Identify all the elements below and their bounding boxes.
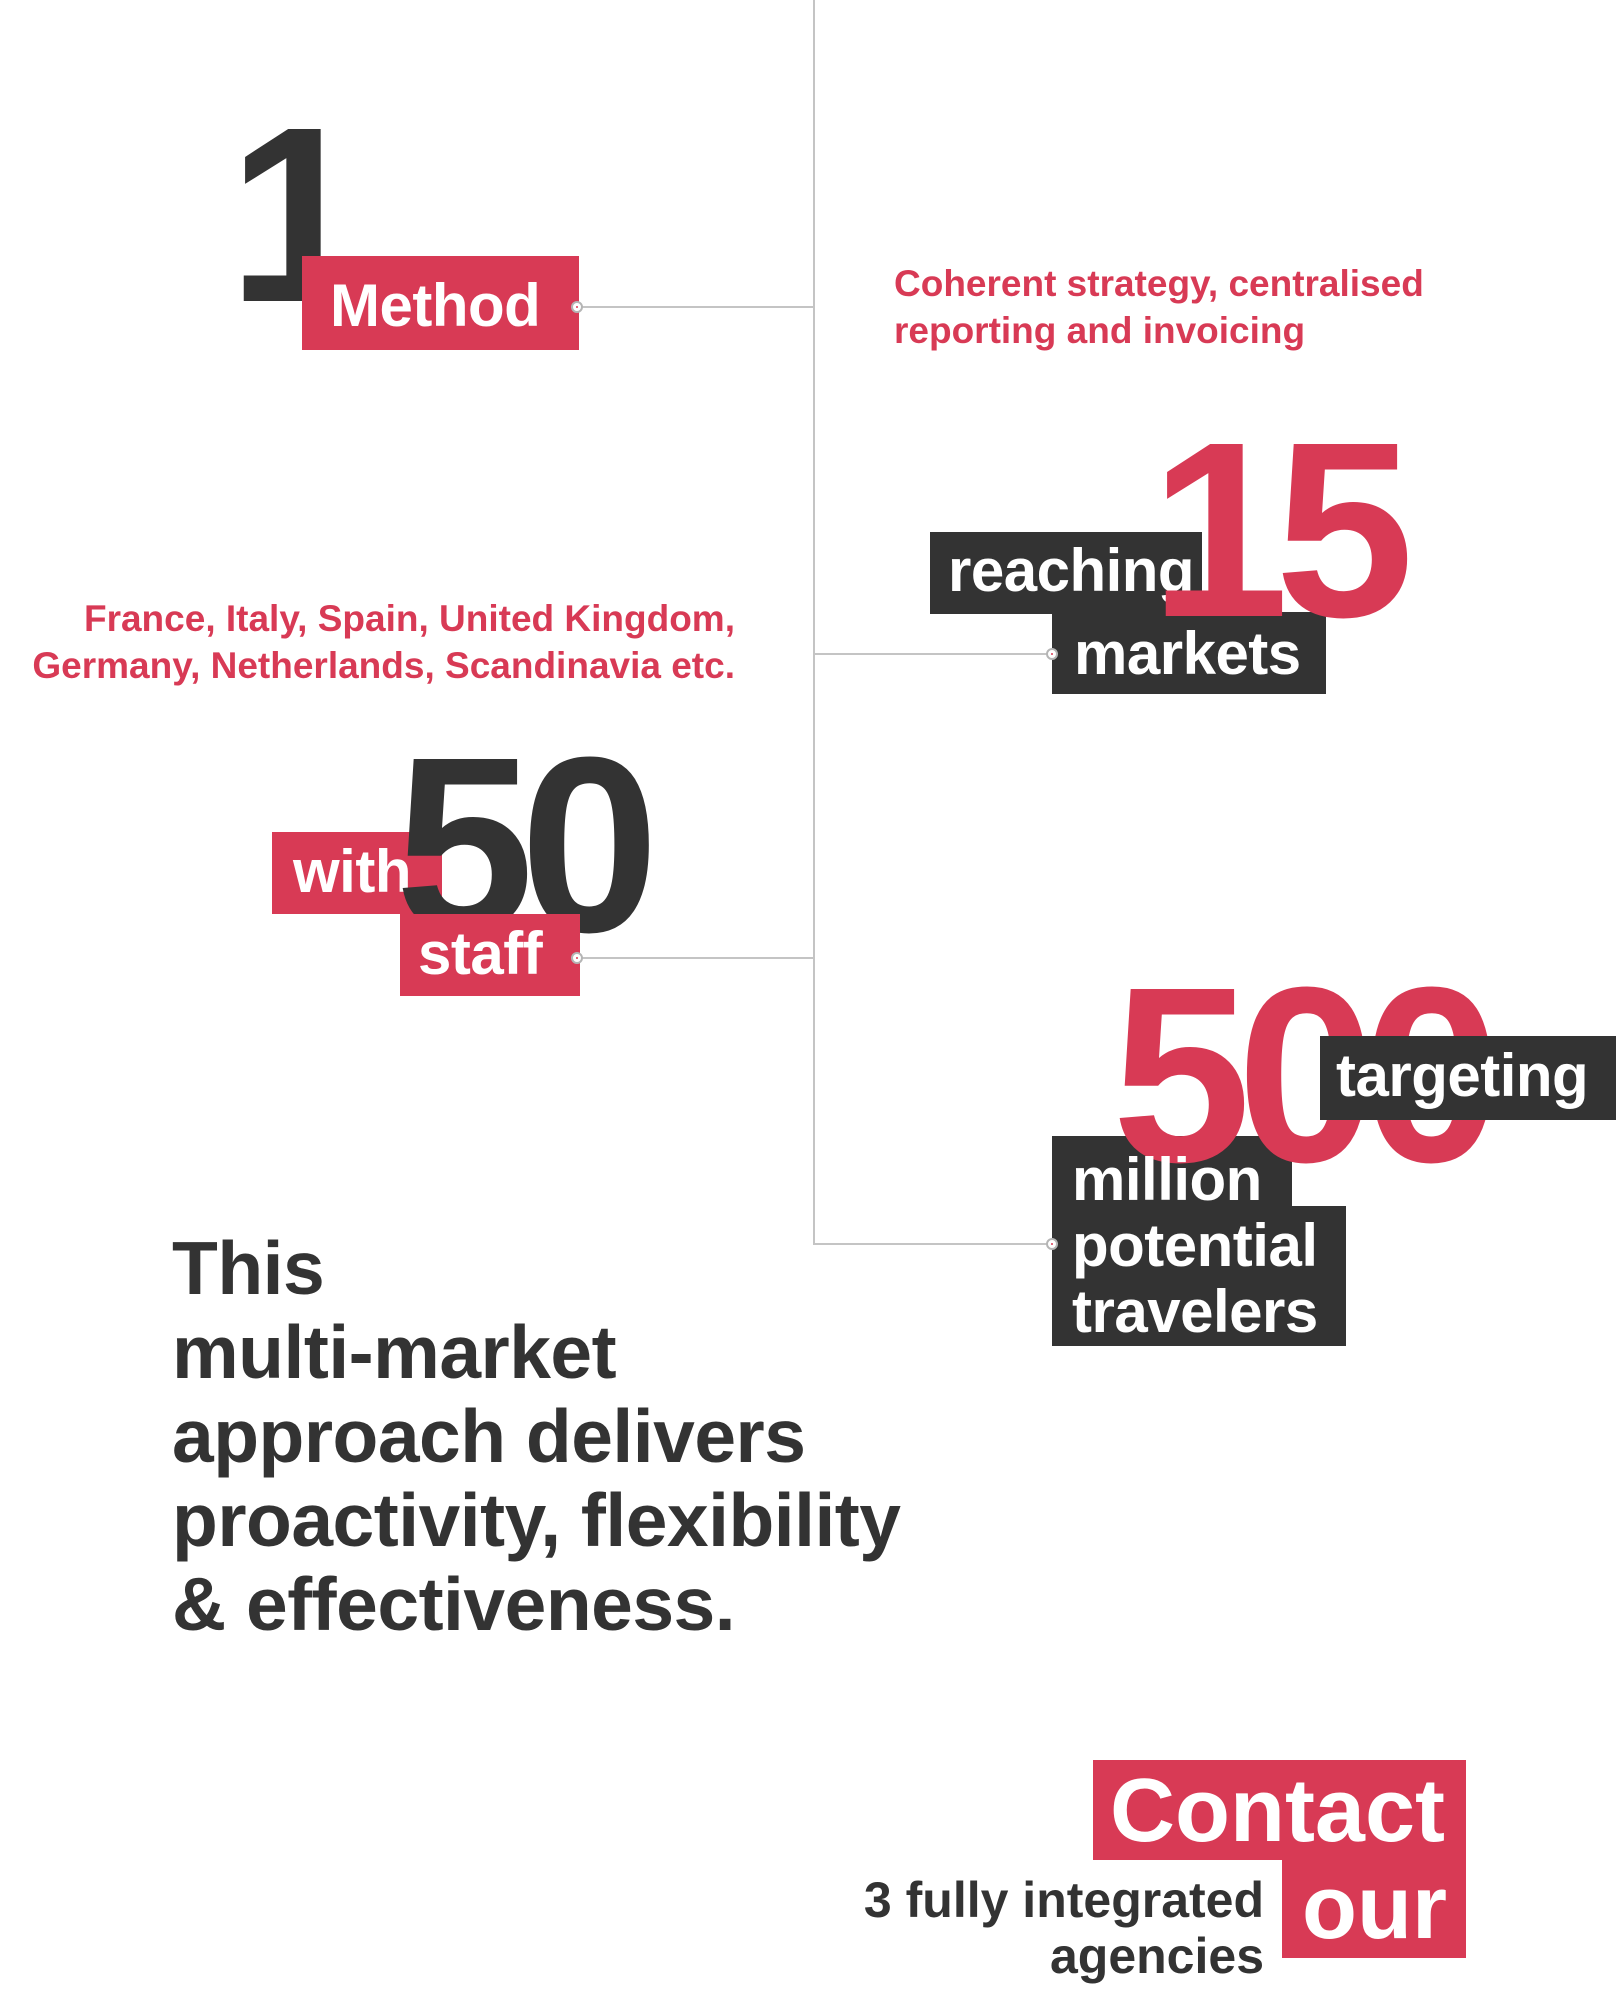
markets-label: markets [1074,620,1301,687]
markets-prefix: reaching [948,537,1195,604]
travelers-label-box-1 [1052,1136,1292,1216]
travelers-label-box-2 [1052,1206,1346,1346]
connector-dot-method [571,301,583,313]
method-description-line-1: Coherent strategy, centralised [894,263,1424,304]
contact-button[interactable] [1093,1760,1466,1860]
agencies-line-2: agencies [1049,1928,1264,1984]
headline-line-4: proactivity, flexibility [172,1478,901,1562]
connector-dot-staff [571,952,583,964]
contact-our-label[interactable]: our [1302,1858,1447,1958]
travelers-label-line-2: potential [1072,1212,1318,1279]
connector-line-staff [580,957,815,959]
markets-number: 15 [1150,390,1414,669]
method-label-box [302,256,579,350]
agencies-text: 3 fully integrated agencies [864,1872,1264,1984]
staff-prefix: with [293,838,411,905]
markets-description-line-2: Germany, Netherlands, Scandinavia etc. [32,645,735,686]
travelers-label: million potential travelers [1072,1147,1318,1345]
headline-line-1: This [172,1226,325,1310]
connector-line-markets [813,653,1053,655]
travelers-prefix: targeting [1336,1042,1589,1109]
agencies-line-1: 3 fully integrated [863,1872,1264,1928]
method-description: Coherent strategy, centralised reporting… [894,260,1424,354]
travelers-label-line-1: million [1072,1146,1262,1213]
headline-line-2: multi-market [172,1310,617,1394]
markets-prefix-box [930,532,1202,614]
method-label: Method [330,272,541,339]
markets-description: France, Italy, Spain, United Kingdom, Ge… [32,595,735,689]
connector-line-method [580,306,815,308]
connector-line-travelers [813,1243,1053,1245]
headline-line-3: approach delivers [172,1394,806,1478]
headline-line-5: & effectiveness. [172,1562,736,1646]
travelers-prefix-box [1320,1036,1616,1120]
contact-our-box[interactable] [1282,1860,1466,1958]
headline: This multi-market approach delivers proa… [172,1226,901,1646]
staff-label-box [400,914,580,996]
connector-dot-travelers [1046,1238,1058,1250]
staff-label: staff [418,920,543,987]
markets-label-box [1052,612,1326,694]
travelers-label-line-3: travelers [1072,1278,1318,1345]
connector-dot-markets [1046,648,1058,660]
timeline-vertical-line [813,0,815,1244]
staff-prefix-box [272,832,442,914]
method-description-line-2: reporting and invoicing [894,310,1306,351]
markets-description-line-1: France, Italy, Spain, United Kingdom, [83,598,735,639]
contact-label[interactable]: Contact [1110,1761,1445,1861]
